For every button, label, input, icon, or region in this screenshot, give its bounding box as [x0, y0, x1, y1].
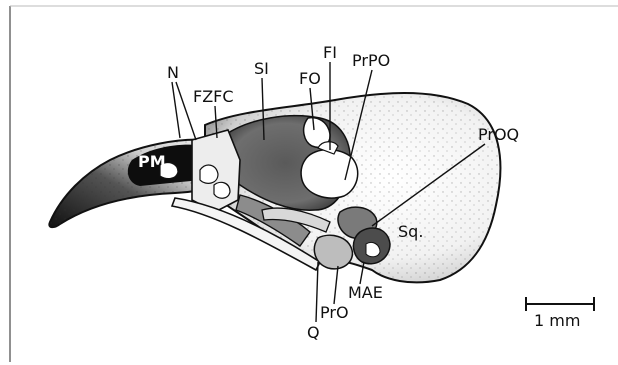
foramen-large: [301, 150, 358, 198]
label-pm: PM: [138, 152, 166, 171]
ectethmoid-foramen: [214, 182, 230, 198]
label-si: SI: [254, 59, 269, 78]
scale-bar-label: 1 mm: [534, 311, 580, 330]
label-pro: PrO: [320, 303, 349, 322]
label-fi: FI: [323, 43, 337, 62]
label-q: Q: [307, 323, 320, 342]
label-nasal: N: [167, 63, 179, 82]
scale-bar: 1 mm: [526, 297, 594, 330]
label-proq: PrOQ: [478, 125, 519, 144]
label-prpo: PrPO: [352, 51, 390, 70]
quadrate: [314, 235, 352, 269]
leader-pro: [334, 266, 338, 304]
label-fo: FO: [299, 69, 321, 88]
lacrimal-foramen: [200, 165, 218, 183]
label-mae: MAE: [348, 283, 383, 302]
label-sq: Sq.: [398, 222, 423, 241]
label-fzfc: FZFC: [193, 87, 234, 106]
